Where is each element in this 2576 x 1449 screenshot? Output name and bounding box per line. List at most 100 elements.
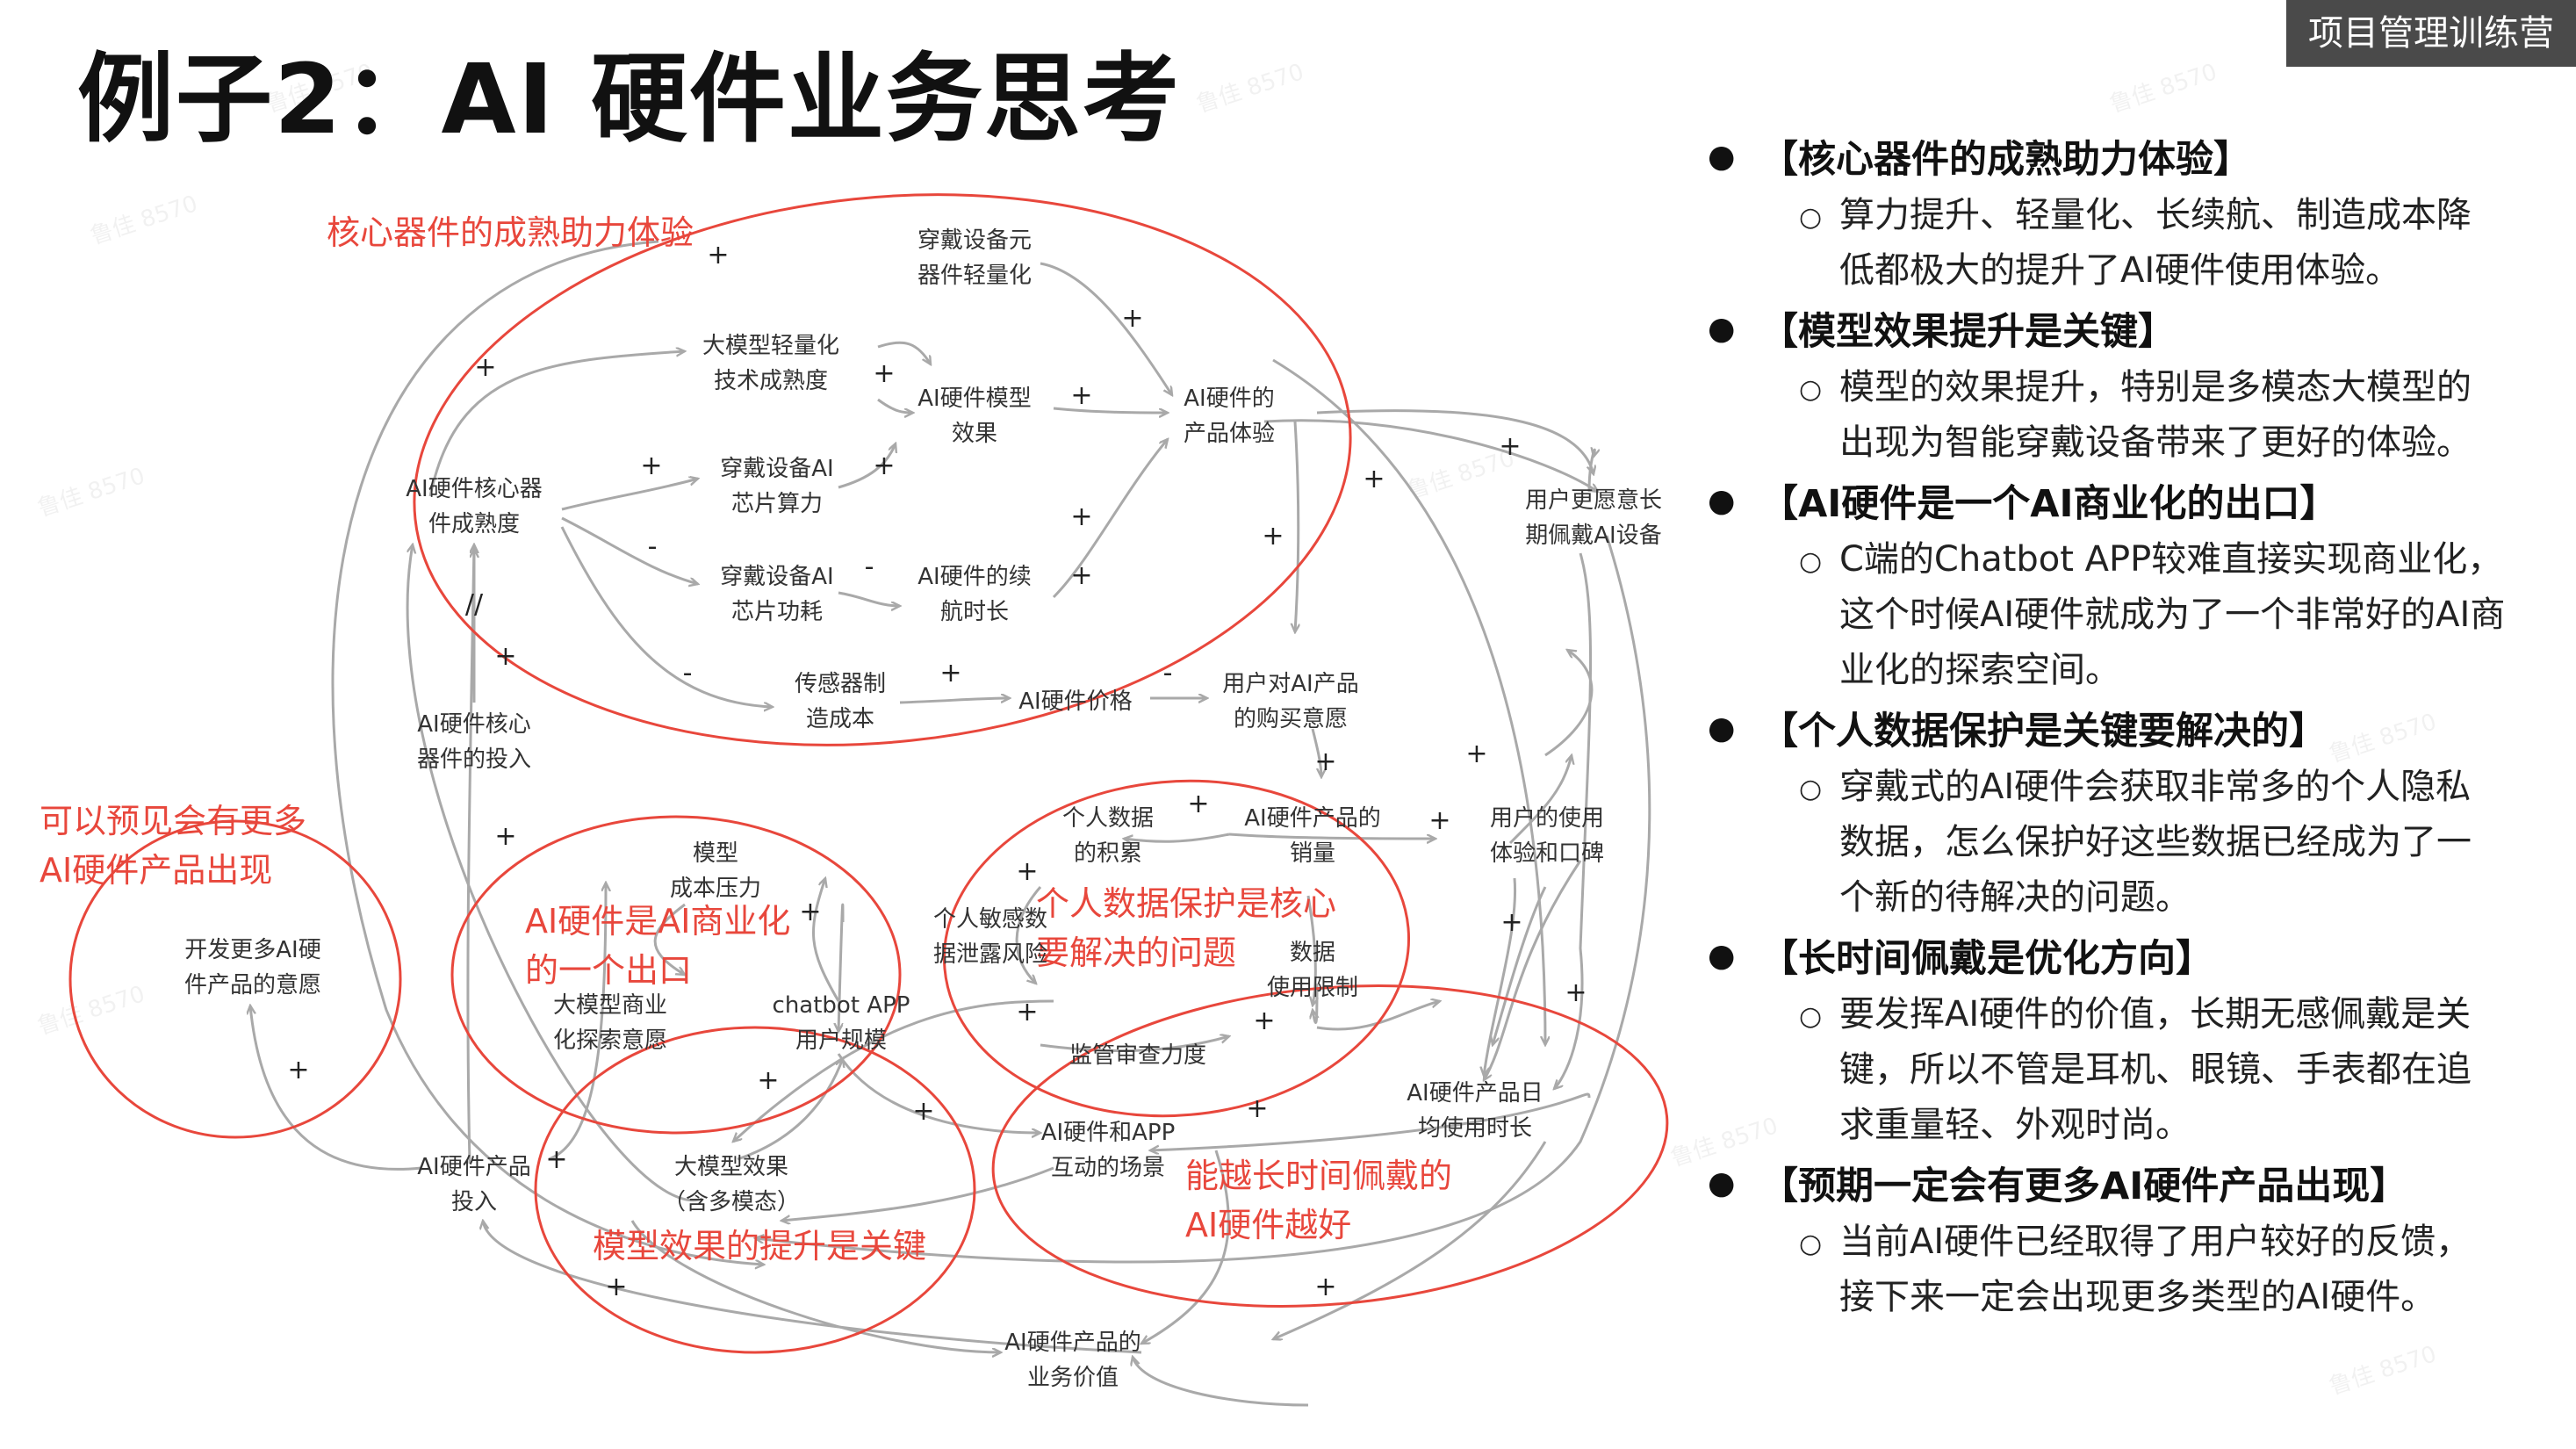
loop-label-core: 核心器件的成熟助力体验 <box>327 213 694 252</box>
sub-bullet-circle: ○ <box>1799 1229 1823 1259</box>
node-data-accum: 个人数据 <box>1062 805 1154 832</box>
loop-ellipses <box>68 193 1669 1354</box>
loop-more-products <box>68 819 402 1139</box>
node-hw-model-effect: 效果 <box>952 421 997 447</box>
node-core-investment: AI硬件核心 <box>417 711 530 738</box>
node-product-invest: 投入 <box>451 1189 497 1215</box>
sub-bullet-circle: ○ <box>1799 374 1823 405</box>
node-model-cost: 成本压力 <box>670 876 761 902</box>
note-line: 当前AI硬件已经取得了用户较好的反馈， <box>1839 1222 2472 1262</box>
node-leak-risk: 个人敏感数 <box>933 906 1047 933</box>
note-line: 要发挥AI硬件的价值，长期无感佩戴是关 <box>1839 994 2472 1034</box>
note-section: ● 【预期一定会有更多AI硬件产品出现】 ○ 当前AI硬件已经取得了用户较好的反… <box>1708 1158 2551 1325</box>
note-line: 键，所以不管是耳机、眼镜、手表都在追 <box>1839 1049 2472 1090</box>
sign-plus: + <box>1070 501 1092 532</box>
loop-privacy <box>942 779 1411 1118</box>
node-chip-power: 芯片算力 <box>731 491 823 517</box>
node-regulation: 监管审查力度 <box>1069 1042 1206 1069</box>
node-develop-more: 开发更多AI硬 <box>184 937 320 963</box>
node-user-reputation: 用户的使用 <box>1490 805 1604 832</box>
polarity-signs: + + + + + + + + - - + + + + // + - + - +… <box>287 240 1587 1302</box>
node-sensor-cost: 造成本 <box>806 706 874 732</box>
node-wearable-light: 器件轻量化 <box>917 263 1032 289</box>
node-chatbot-users: 用户规模 <box>795 1027 887 1054</box>
loop-label-commercial: 的一个出口 <box>525 951 692 990</box>
note-section: ● 【个人数据保护是关键要解决的】 ○ 穿戴式的AI硬件会获取非常多的个人隐私 … <box>1708 703 2551 926</box>
note-body: ○ 算力提升、轻量化、长续航、制造成本降 低都极大的提升了AI硬件使用体验。 <box>1799 188 2551 299</box>
loop-labels: 核心器件的成熟助力体验 可以预见会有更多 AI硬件产品出现 AI硬件是AI商业化… <box>40 213 1452 1265</box>
bullet-dot: ● <box>1708 311 1736 347</box>
loop-label-commercial: AI硬件是AI商业化 <box>525 902 790 941</box>
note-title: 【个人数据保护是关键要解决的】 <box>1760 710 2327 753</box>
note-title: 【模型效果提升是关键】 <box>1760 310 2176 354</box>
bullet-dot: ● <box>1708 710 1736 746</box>
sign-plus: + <box>1016 997 1038 1027</box>
node-model-lightweight: 技术成熟度 <box>714 368 828 394</box>
node-wear-willing: 期佩戴AI设备 <box>1525 523 1661 549</box>
diagram-links <box>250 240 1651 1407</box>
note-section: ● 【长时间佩戴是优化方向】 ○ 要发挥AI硬件的价值，长期无感佩戴是关 键，所… <box>1708 931 2551 1153</box>
course-badge: 项目管理训练营 <box>2286 0 2576 67</box>
sign-plus: + <box>287 1055 309 1085</box>
node-leak-risk: 据泄露风险 <box>933 941 1047 968</box>
node-model-lightweight: 大模型轻量化 <box>702 333 839 359</box>
sign-plus: + <box>1363 464 1385 494</box>
node-develop-more: 件产品的意愿 <box>184 972 321 998</box>
note-body: ○ 当前AI硬件已经取得了用户较好的反馈， 接下来一定会出现更多类型的AI硬件。 <box>1799 1215 2551 1325</box>
note-body: ○ C端的Chatbot APP较难直接实现商业化， 这个时候AI硬件就成为了一… <box>1799 532 2551 698</box>
note-line: 算力提升、轻量化、长续航、制造成本降 <box>1839 195 2472 235</box>
diagram-nodes: 穿戴设备元 器件轻量化 大模型轻量化 技术成熟度 AI硬件模型 效果 AI硬件的… <box>184 227 1662 1391</box>
bullet-dot: ● <box>1708 938 1736 974</box>
sign-plus: + <box>1262 521 1284 551</box>
sign-minus: - <box>865 551 874 582</box>
sign-plus: + <box>799 897 821 927</box>
bullet-dot: ● <box>1708 1165 1736 1201</box>
sign-plus: + <box>1121 303 1143 334</box>
bullet-dot: ● <box>1708 139 1736 175</box>
note-line: 穿戴式的AI硬件会获取非常多的个人隐私 <box>1839 767 2472 807</box>
sign-plus: + <box>640 451 662 481</box>
sub-bullet-circle: ○ <box>1799 1001 1823 1032</box>
sign-plus: + <box>545 1144 567 1175</box>
node-wear-willing: 用户更愿意长 <box>1525 487 1662 514</box>
loop-label-model-key: 模型效果的提升是关键 <box>593 1227 926 1265</box>
node-wearable-light: 穿戴设备元 <box>917 227 1032 254</box>
node-core-investment: 器件的投入 <box>417 746 531 773</box>
node-chatbot-users: chatbot APP <box>773 992 910 1019</box>
loop-label-privacy: 个人数据保护是核心 <box>1036 884 1336 923</box>
note-title: 【AI硬件是一个AI商业化的出口】 <box>1760 482 2338 526</box>
note-line: 模型的效果提升，特别是多模态大模型的 <box>1839 367 2472 407</box>
note-title: 【长时间佩戴是优化方向】 <box>1760 937 2213 981</box>
node-battery-life: 航时长 <box>940 599 1009 625</box>
loop-label-privacy: 要解决的问题 <box>1036 934 1236 972</box>
node-battery-life: AI硬件的续 <box>917 564 1031 590</box>
node-daily-usage: AI硬件产品日 <box>1407 1080 1543 1107</box>
note-line: 接下来一定会出现更多类型的AI硬件。 <box>1839 1277 2436 1317</box>
node-hw-price: AI硬件价格 <box>1018 688 1132 715</box>
sign-break: // <box>465 589 484 620</box>
node-purchase-intent: 用户对AI产品 <box>1222 671 1358 697</box>
node-sales: AI硬件产品的 <box>1244 805 1380 832</box>
note-line: 业化的探索空间。 <box>1839 650 2120 690</box>
sign-plus: + <box>707 240 729 270</box>
node-data-accum: 的积累 <box>1074 840 1142 867</box>
node-model-effect-multi: 大模型效果 <box>674 1154 788 1180</box>
node-model-effect-multi: （含多模态） <box>663 1189 800 1215</box>
node-core-maturity: AI硬件核心器 <box>406 476 542 502</box>
note-line: C端的Chatbot APP较难直接实现商业化， <box>1839 539 2503 580</box>
note-section: ● 【核心器件的成熟助力体验】 ○ 算力提升、轻量化、长续航、制造成本降 低都极… <box>1708 132 2551 299</box>
sign-plus: + <box>939 658 961 688</box>
node-biz-explore: 化探索意愿 <box>553 1027 667 1054</box>
sign-plus: + <box>873 358 895 389</box>
sign-plus: + <box>494 821 516 852</box>
note-title: 【核心器件的成熟助力体验】 <box>1760 138 2251 182</box>
sign-plus: + <box>873 451 895 481</box>
node-product-invest: AI硬件产品 <box>417 1154 530 1180</box>
node-purchase-intent: 的购买意愿 <box>1234 706 1348 732</box>
node-biz-value: 业务价值 <box>1027 1365 1119 1391</box>
sign-plus: + <box>1187 789 1209 819</box>
sign-plus: + <box>474 352 496 383</box>
loop-model-key <box>534 1026 976 1354</box>
loop-wear-long <box>991 984 1669 1308</box>
